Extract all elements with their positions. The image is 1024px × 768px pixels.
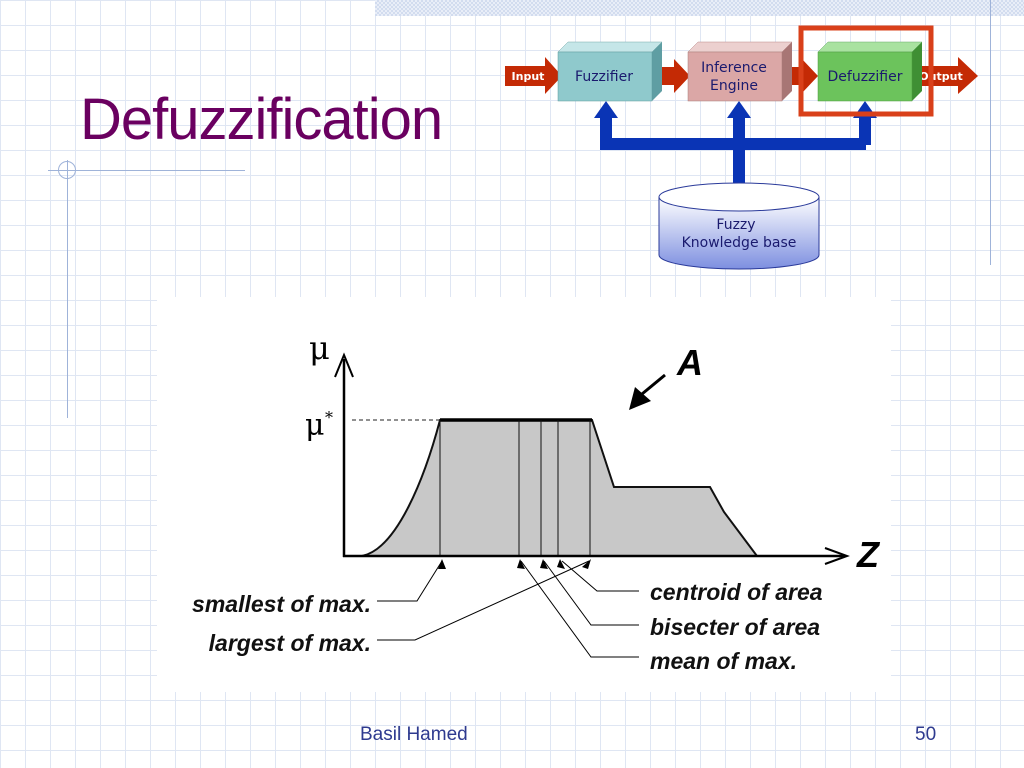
knowledge-base-line-1: Fuzzy (716, 217, 755, 233)
largest-of-max-leader-arrowhead (582, 559, 591, 569)
inference-engine-block-face (687, 51, 783, 102)
defuzzification-methods-plot: μ μ * Z A smallest of max. largest of ma… (192, 329, 881, 674)
centroid-of-area-label: centroid of area (650, 579, 823, 605)
fuzzy-set-label: A (676, 342, 703, 383)
slide-title: Defuzzification (80, 87, 443, 152)
connector-lines (600, 110, 871, 196)
inference-engine-label-line-1: Inference (701, 60, 767, 76)
bisecter-of-area-leader (543, 560, 639, 626)
smallest-of-max-leader-arrowhead (438, 559, 446, 569)
smallest-of-max-leader (377, 560, 443, 602)
fuzzy-set-area (361, 419, 759, 557)
defuzzification-figure-panel: μ μ * Z A smallest of max. largest of ma… (157, 297, 891, 692)
knowledge-base-line-2: Knowledge base (682, 235, 797, 251)
fuzzifier-block (557, 41, 663, 102)
knowledge-base-cylinder (658, 182, 820, 270)
defuzzifier-block (817, 41, 923, 102)
flow-arrow-fuzzifier-to-inference (654, 59, 690, 93)
peak-value-star: * (325, 408, 333, 427)
fuzzifier-block-face (557, 51, 653, 102)
right-decorative-rule (990, 0, 991, 265)
y-axis-label: μ (309, 329, 330, 367)
defuzzifier-highlight-frame (798, 25, 934, 117)
fuzzifier-label: Fuzzifier (575, 69, 633, 85)
input-label: Input (512, 70, 545, 83)
x-axis-label: Z (856, 534, 881, 575)
output-label: Output (919, 70, 962, 83)
inference-engine-block (687, 41, 793, 102)
x-axis-arrowhead (824, 547, 850, 565)
connector-arrowhead-fuzzifier (594, 101, 618, 118)
top-decorative-band (375, 0, 1024, 16)
mean-of-max-label: mean of max. (650, 648, 797, 674)
fuzzy-system-diagram: Fuzzy Knowledge base Input Output Fuzzif… (505, 25, 978, 270)
peak-value-label: μ (305, 408, 325, 443)
title-underline-rule (48, 170, 245, 171)
largest-of-max-leader (377, 560, 590, 641)
y-axis-arrowhead (334, 352, 354, 378)
bisecter-of-area-label: bisecter of area (650, 614, 820, 640)
crosshair-ornament (58, 161, 76, 179)
bisecter-of-area-leader-arrowhead (540, 559, 548, 569)
smallest-of-max-label: smallest of max. (192, 591, 371, 617)
mean-of-max-leader-arrowhead (517, 559, 525, 569)
left-decorative-rule (67, 160, 68, 418)
fuzzy-set-pointer-arrowhead (629, 387, 651, 410)
centroid-of-area-leader (561, 560, 639, 592)
defuzzifier-label: Defuzzifier (828, 69, 903, 85)
fuzzy-set-pointer (641, 373, 666, 396)
centroid-of-area-leader-arrowhead (557, 559, 565, 569)
inference-engine-label-line-2: Engine (710, 78, 758, 94)
defuzzifier-block-face (817, 51, 913, 102)
mean-of-max-leader (520, 560, 639, 658)
footer-author: Basil Hamed (360, 724, 468, 745)
page-number: 50 (915, 724, 937, 745)
connector-arrowhead-inference (727, 101, 751, 118)
largest-of-max-label: largest of max. (209, 630, 371, 656)
input-arrow (505, 57, 562, 94)
